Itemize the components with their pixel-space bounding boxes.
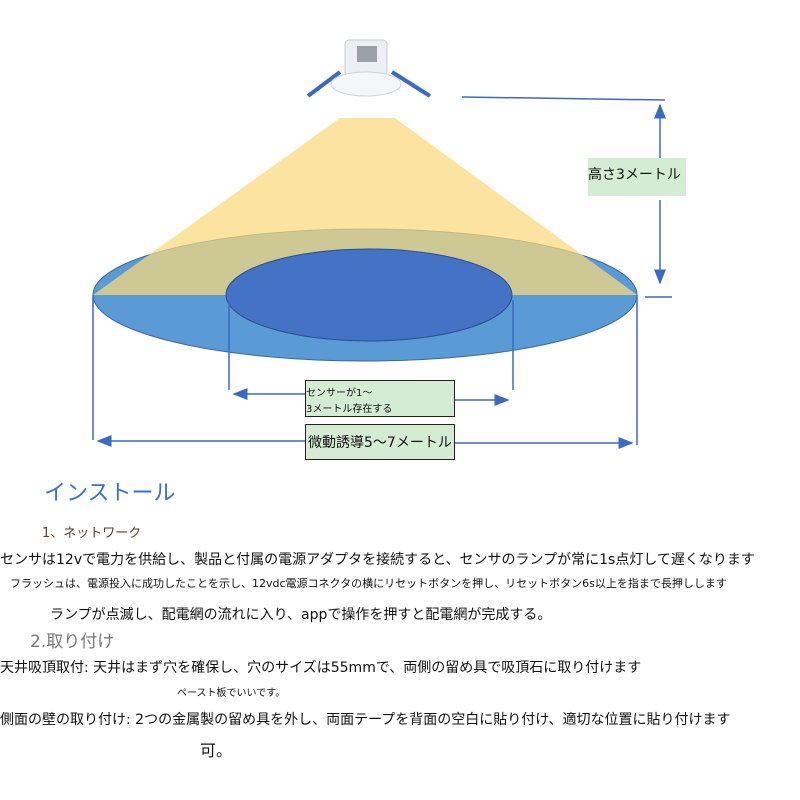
height-label-text: 高さ3メートル	[588, 167, 681, 183]
sensor-device-icon	[306, 39, 432, 98]
section-mounting: 2.取り付け	[30, 632, 115, 652]
paragraph-ceiling-mount: 天井吸頂取付: 天井はまず穴を確保し、穴のサイズは55mmで、両側の留め具で吸頂…	[0, 660, 642, 676]
paragraph-wall-mount: 側面の壁の取り付け: 2つの金属製の留め具を外し、両面テープを背面の空白に貼り付…	[0, 712, 731, 728]
paragraph-power: センサは12vで電力を供給し、製品と付属の電源アダプタを接続すると、センサのラン…	[0, 552, 755, 568]
presence-range-label: センサーが1～ 3メートル存在する	[305, 380, 455, 417]
install-title: インストール	[44, 481, 176, 506]
presence-label-line2: 3メートル存在する	[306, 404, 393, 415]
paragraph-flash: フラッシュは、電源投入に成功したことを示し、12vdc電源コネクタの横にリセット…	[10, 577, 727, 590]
section-network: 1、ネットワーク	[42, 526, 142, 541]
paragraph-ok: 可。	[200, 741, 233, 760]
motion-range-label: 微動誘導5～7メートル	[305, 424, 455, 460]
sensor-coverage-diagram	[92, 39, 672, 449]
detection-cone	[93, 118, 637, 295]
paragraph-pairing: ランプが点滅し、配電網の流れに入り、appで操作を押すと配電網が完成する。	[50, 607, 552, 623]
inner-detection-ellipse	[225, 248, 513, 342]
paragraph-paste-board: ペースト板でいいです。	[177, 688, 286, 699]
height-label: 高さ3メートル	[588, 158, 686, 196]
presence-label-line1: センサーが1～	[306, 388, 373, 399]
dimension-lines	[92, 96, 672, 449]
motion-label-text: 微動誘導5～7メートル	[308, 435, 452, 451]
